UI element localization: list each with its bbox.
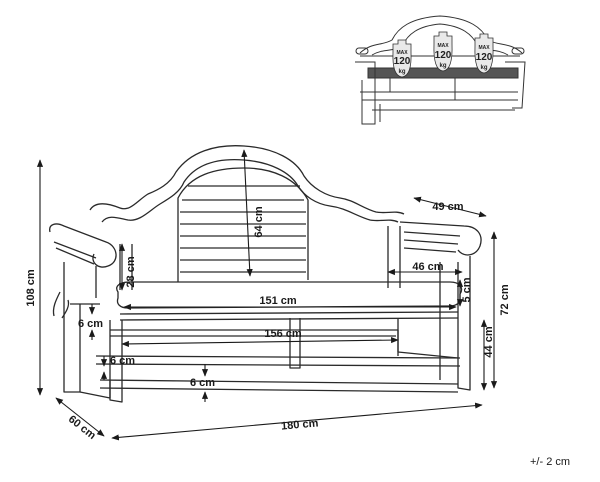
dim-49-label: 49 cm: [432, 201, 463, 213]
svg-text:MAX: MAX: [478, 45, 490, 51]
tolerance-note: +/- 2 cm: [530, 456, 570, 468]
weight-badge-1: MAX 120 kg: [392, 39, 412, 78]
dim-6-leg-label: 6 cm: [78, 318, 103, 330]
svg-text:MAX: MAX: [396, 50, 408, 56]
seat-156-line: [121, 337, 399, 347]
back-64-line: [241, 149, 253, 277]
svg-text:kg: kg: [480, 65, 487, 71]
dim-60-label: 60 cm: [66, 413, 98, 442]
dim-180-label: 180 cm: [281, 417, 319, 432]
weight-badge-3: MAX 120 kg: [474, 33, 494, 74]
svg-text:120: 120: [394, 56, 411, 67]
svg-text:kg: kg: [398, 69, 405, 75]
dim-151-label: 151 cm: [259, 295, 297, 307]
bench-outline: [49, 145, 482, 403]
arm-49-line: [413, 196, 487, 218]
dim-28-label: 28 cm: [125, 256, 137, 287]
width-180-line: [111, 402, 483, 441]
svg-text:kg: kg: [439, 63, 446, 69]
dim-5-label: 5 cm: [461, 277, 473, 302]
dim-64-label: 64 cm: [253, 206, 265, 237]
weight-badge-2: MAX 120 kg: [433, 31, 453, 72]
dimension-lines: [36, 149, 498, 441]
dim-156-label: 156 cm: [264, 328, 302, 340]
dim-108-label: 108 cm: [25, 269, 37, 307]
dim-72-label: 72 cm: [499, 284, 511, 315]
dim-46-label: 46 cm: [412, 261, 443, 273]
dim-6-stretcher-label: 6 cm: [110, 355, 135, 367]
svg-text:120: 120: [435, 50, 452, 61]
svg-text:MAX: MAX: [437, 43, 449, 49]
dim-44-label: 44 cm: [483, 326, 495, 357]
depth-60-line: [55, 397, 105, 437]
dim-6-rail-label: 6 cm: [190, 377, 215, 389]
svg-text:120: 120: [476, 52, 493, 63]
